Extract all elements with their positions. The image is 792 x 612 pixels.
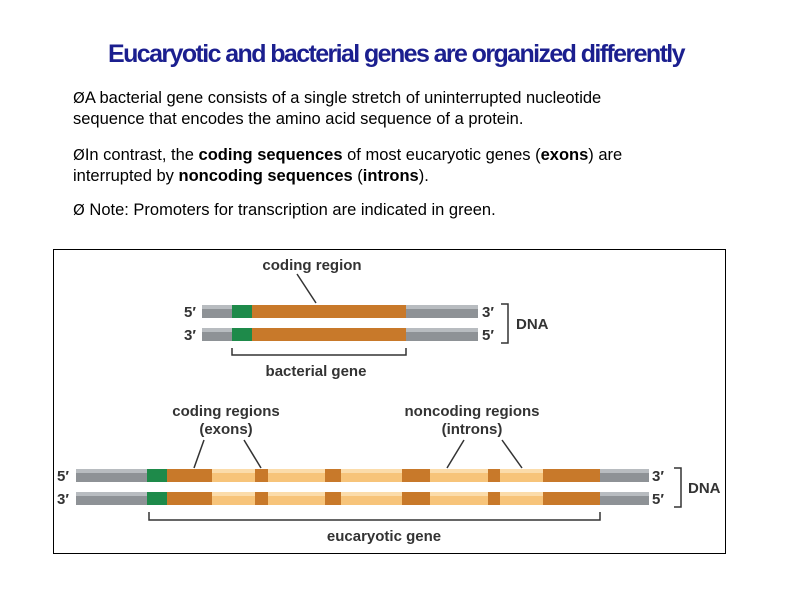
bacterial-promoter (232, 328, 252, 341)
bullet-bold-term: coding sequences (198, 146, 343, 164)
exon (543, 492, 600, 505)
eucaryotic-gene-label: eucaryotic gene (327, 528, 441, 545)
exon (488, 492, 500, 505)
bacterial-5-prime-top: 5′ (184, 304, 196, 321)
eucaryotic-3-prime-bottom: 3′ (57, 491, 69, 508)
eucaryotic-5-prime-top: 5′ (57, 468, 69, 485)
eucaryotic-dna-label: DNA (688, 480, 721, 497)
bullet-bacterial-gene: ØA bacterial gene consists of a single s… (73, 88, 733, 130)
eucaryotic-3-prime-top: 3′ (652, 468, 664, 485)
bacterial-5-prime-bottom: 5′ (482, 327, 494, 344)
eucaryotic-dna-bracket (674, 467, 682, 508)
exons-label-line2: (exons) (199, 421, 252, 438)
bullet-bold-term: noncoding sequences (178, 167, 353, 185)
exon (402, 469, 430, 482)
introns-label-line1: noncoding regions (405, 403, 540, 420)
exon (325, 492, 341, 505)
exon (255, 492, 268, 505)
bullet-bold-term: introns (362, 167, 419, 185)
eucaryotic-5-prime-bottom: 5′ (652, 491, 664, 508)
bacterial-3-prime-bottom: 3′ (184, 327, 196, 344)
intron-pointer-left (446, 439, 465, 469)
exon (167, 469, 212, 482)
eucaryotic-promoter (147, 492, 167, 505)
eucaryotic-gene-bracket (148, 512, 601, 521)
exon (167, 492, 212, 505)
bullet-text: ). (418, 167, 429, 185)
exon-pointer-right (243, 439, 262, 469)
exon (255, 469, 268, 482)
gene-organization-figure: coding region 5′ 3′ 3′ 5′ DNA bacterial … (53, 249, 726, 554)
bullet-text: ( (352, 167, 363, 185)
bullet-text: sequence that encodes the amino acid seq… (73, 110, 524, 128)
bacterial-3-prime-top: 3′ (482, 304, 494, 321)
intron-highlight (167, 469, 600, 473)
intron-highlight (167, 492, 600, 496)
bullet-text: In contrast, the (84, 146, 199, 164)
intron-pointer-right (501, 439, 523, 469)
bullet-arrow-icon: Ø (73, 146, 85, 164)
exon-pointer-left (193, 439, 205, 469)
eucaryotic-promoter (147, 469, 167, 482)
exon (543, 469, 600, 482)
bullet-text: of most eucaryotic genes ( (342, 146, 541, 164)
bullet-text: A bacterial gene consists of a single st… (84, 89, 602, 107)
exon (488, 469, 500, 482)
bacterial-dna-top-strand (202, 305, 478, 318)
bullet-arrow-icon: Ø (73, 89, 85, 107)
coding-region-pointer (296, 273, 317, 304)
bacterial-promoter (232, 305, 252, 318)
bullet-text: Note: Promoters for transcription are in… (84, 201, 496, 219)
exon (402, 492, 430, 505)
eucaryotic-dna-top-strand (76, 469, 649, 482)
slide-title: Eucaryotic and bacterial genes are organ… (108, 40, 686, 68)
bullet-text: interrupted by (73, 167, 179, 185)
bacterial-dna-bracket (501, 303, 509, 344)
bacterial-gene-bracket (231, 348, 407, 356)
bullet-arrow-icon: Ø (73, 201, 85, 219)
bullet-bold-term: exons (540, 146, 589, 164)
gene-diagram: coding region 5′ 3′ 3′ 5′ DNA bacterial … (57, 257, 721, 545)
bacterial-coding-region-label: coding region (262, 257, 361, 274)
bullet-promoter-note: Ø Note: Promoters for transcription are … (73, 200, 733, 221)
exons-label-line1: coding regions (172, 403, 280, 420)
bullet-text: ) are (588, 146, 623, 164)
bacterial-dna-bottom-strand (202, 328, 478, 341)
bacterial-coding-region (252, 328, 406, 341)
introns-label-line2: (introns) (442, 421, 503, 438)
bacterial-coding-region (252, 305, 406, 318)
bacterial-dna-label: DNA (516, 316, 549, 333)
exon (325, 469, 341, 482)
bacterial-gene-label: bacterial gene (266, 363, 367, 380)
eucaryotic-dna-bottom-strand (76, 492, 649, 505)
bullet-eucaryotic-genes: ØIn contrast, the coding sequences of mo… (73, 145, 733, 187)
